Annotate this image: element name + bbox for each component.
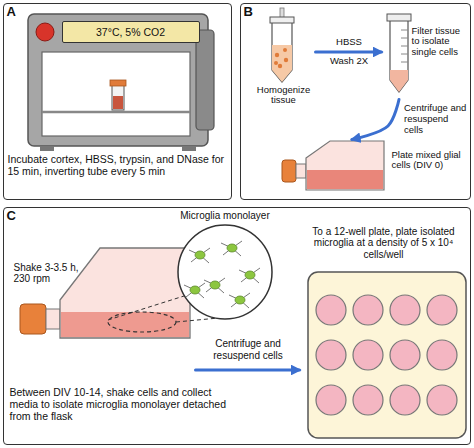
panel-letter: A: [7, 5, 27, 20]
well: [390, 385, 420, 415]
microglia-process: [221, 241, 242, 256]
step-note: Wash 2X: [319, 56, 379, 67]
conical-tube: [272, 22, 292, 82]
tube-liquid: [113, 96, 123, 109]
step-note: HBSS: [319, 37, 379, 48]
microglia-cell: [235, 296, 245, 304]
well: [390, 340, 420, 370]
tissue-piece: [274, 61, 278, 65]
flask-cap: [282, 160, 296, 182]
tube-liquid: [390, 70, 408, 92]
well: [353, 385, 383, 415]
step-caption: Homogenize tissue: [252, 85, 316, 107]
incubator-display: 37°C, 5% CO2: [62, 21, 200, 43]
microglia-process: [239, 268, 260, 283]
step-caption: Shake 3-3.5 h, 230 rpm: [14, 262, 96, 285]
tissue-piece: [283, 48, 287, 52]
step-caption: Incubate cortex, HBSS, trypsin, and DNas…: [8, 153, 228, 177]
panel-box: A Incubate cortex, HBSS, trypsin, and DNa…: [3, 3, 232, 200]
well-plate: [308, 272, 466, 438]
well: [316, 385, 346, 415]
culture-medium: [307, 170, 383, 189]
edge-label: Centrifuge and resuspend cells: [404, 103, 468, 136]
tissue-piece: [275, 53, 279, 57]
step-note: Microglia monolayer: [165, 210, 285, 222]
microglia-cell: [210, 281, 220, 289]
flask-cap: [20, 304, 46, 334]
incubator-body: [28, 14, 208, 146]
panel-letter: B: [244, 5, 264, 20]
step-caption: Plate mixed glial cells (DIV 0): [392, 150, 466, 172]
process-arrow: [196, 369, 300, 372]
microglia-process: [189, 248, 210, 263]
tube-liquid: [272, 45, 292, 82]
step-caption: Between DIV 10-14, shake cells and colle…: [10, 386, 238, 422]
incubator-chamber: [42, 52, 190, 136]
microglia-cell: [245, 271, 255, 279]
well: [427, 385, 457, 415]
display-readout: 37°C, 5% CO2: [63, 26, 199, 38]
microglia-process: [184, 283, 205, 298]
incubator-door: [196, 30, 214, 130]
well-plate-step: To a 12-well plate, plate isolated micro…: [300, 222, 468, 442]
well: [427, 340, 457, 370]
graduation-marks: [401, 30, 408, 62]
step-caption: Filter tissue to isolate single cells: [412, 26, 468, 59]
microglia-cell: [195, 251, 205, 259]
tube-cap: [110, 80, 126, 86]
microglia-process: [204, 278, 225, 293]
indicator-light: [36, 23, 54, 41]
well: [353, 295, 383, 325]
edge-label: Centrifuge and resuspend cells: [198, 338, 298, 361]
panel-box: C Between DIV 10-14, shake cells and coll…: [3, 207, 471, 445]
panel-letter: C: [7, 209, 27, 224]
zoom-leader: [108, 296, 184, 320]
process-arrow: [316, 51, 382, 54]
incubator-shelf: [42, 111, 190, 114]
tube-step: Filter tissue to isolate single cells: [382, 14, 468, 100]
conical-tube: [390, 20, 408, 92]
flask-step: Shake 3-3.5 h, 230 rpm: [10, 236, 196, 382]
culture-flask: [60, 248, 190, 338]
cell-strainer: [387, 14, 411, 21]
well: [427, 295, 457, 325]
panel-box: B Homogenize tissue Filter tissue to isola…: [240, 3, 471, 200]
well: [316, 295, 346, 325]
culture-flask: [306, 141, 384, 190]
flask-neck: [296, 164, 306, 178]
step-caption: To a 12-well plate, plate isolated micro…: [302, 226, 466, 261]
tissue-piece: [284, 58, 288, 62]
tissue-piece: [278, 64, 282, 68]
monolayer-region: [108, 312, 176, 332]
incubator-foot: [182, 146, 196, 151]
microglia-cell: [227, 244, 237, 252]
flask-step: Plate mixed glial cells (DIV 0): [278, 140, 468, 196]
process-arrow: [352, 100, 399, 140]
well: [390, 295, 420, 325]
well: [353, 340, 383, 370]
magnified-inset: [178, 225, 272, 319]
tube-step: Homogenize tissue: [252, 14, 316, 108]
well: [316, 340, 346, 370]
incubator-foot: [40, 146, 54, 151]
tube-rim: [270, 17, 294, 23]
flask-neck: [46, 309, 60, 329]
culture-medium: [61, 312, 189, 337]
microglia-cell: [190, 286, 200, 294]
sample-tube: [112, 84, 124, 110]
microglia-process: [229, 293, 250, 308]
